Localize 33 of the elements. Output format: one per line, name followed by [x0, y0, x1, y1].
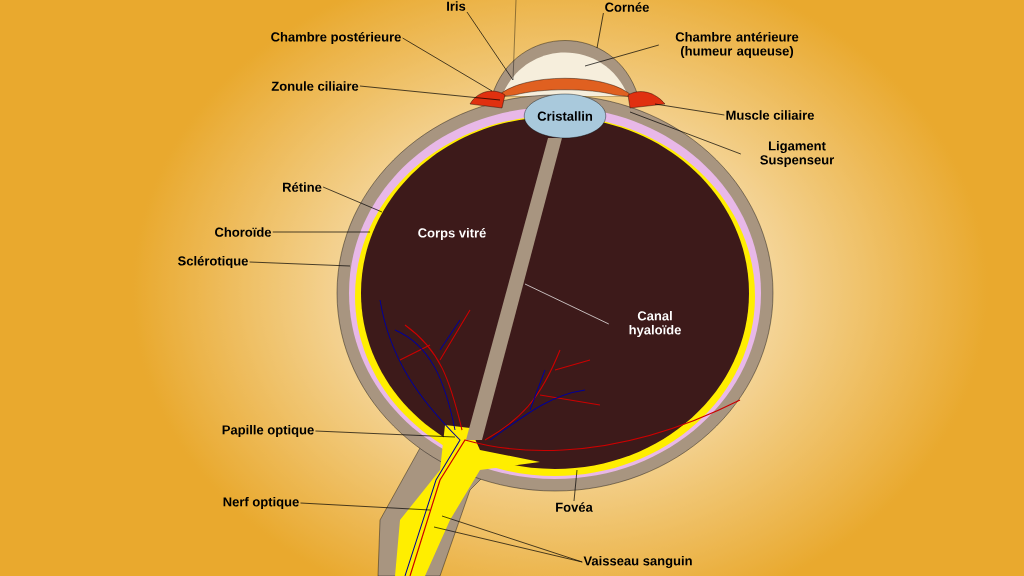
part-label: Chambre antérieure (humeur aqueuse)	[675, 31, 799, 59]
leader-line	[359, 85, 501, 101]
part-label: Ligament Suspenseur	[760, 140, 834, 168]
part-label: Papille optique	[222, 424, 314, 438]
leader-line	[654, 103, 725, 116]
part-label: Iris	[447, 1, 466, 11]
leader-line	[433, 526, 583, 563]
leader-line	[402, 37, 493, 92]
lens: Cristallin	[524, 93, 606, 139]
leader-line	[300, 502, 431, 511]
leader-line	[272, 231, 371, 233]
leader-line	[573, 469, 578, 502]
part-label: Muscle ciliaire	[726, 110, 814, 120]
leader-line	[596, 12, 604, 49]
part-label: Choroïde	[215, 227, 272, 237]
leader-line	[466, 11, 514, 81]
leader-line	[441, 515, 583, 563]
leader-line	[315, 430, 456, 438]
part-label: Vaisseau sanguin	[583, 555, 692, 569]
leader-line	[584, 44, 660, 67]
leader-line	[249, 261, 351, 267]
leader-line	[524, 283, 610, 325]
part-label: Nerf optique	[223, 496, 299, 510]
region-label: Corps vitré	[418, 227, 486, 241]
part-label: Rétine	[283, 182, 322, 192]
part-label: Cornée	[605, 2, 649, 12]
part-label: Fovéa	[556, 502, 593, 512]
part-label: Canal hyaloïde	[629, 310, 681, 338]
part-label: Sclérotique	[178, 255, 248, 269]
leader-line	[322, 186, 383, 213]
leader-line	[629, 111, 742, 155]
part-label: Zonule ciliaire	[271, 81, 359, 91]
part-label: Chambre postérieure	[271, 31, 401, 45]
